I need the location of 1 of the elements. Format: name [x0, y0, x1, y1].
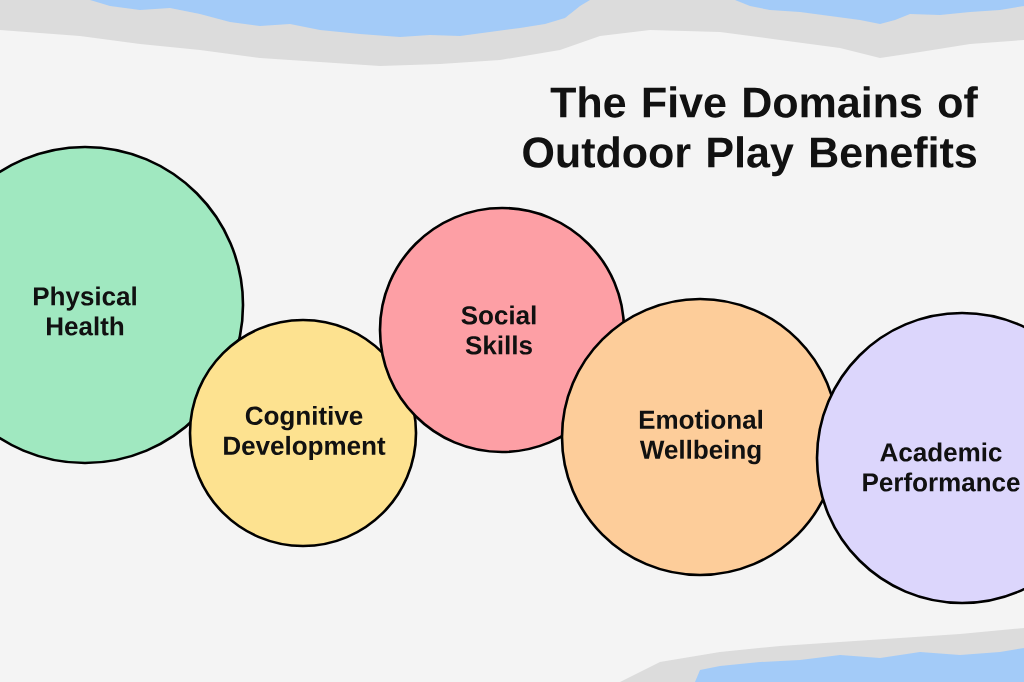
title: The Five Domains of Outdoor Play Benefits: [523, 86, 978, 177]
